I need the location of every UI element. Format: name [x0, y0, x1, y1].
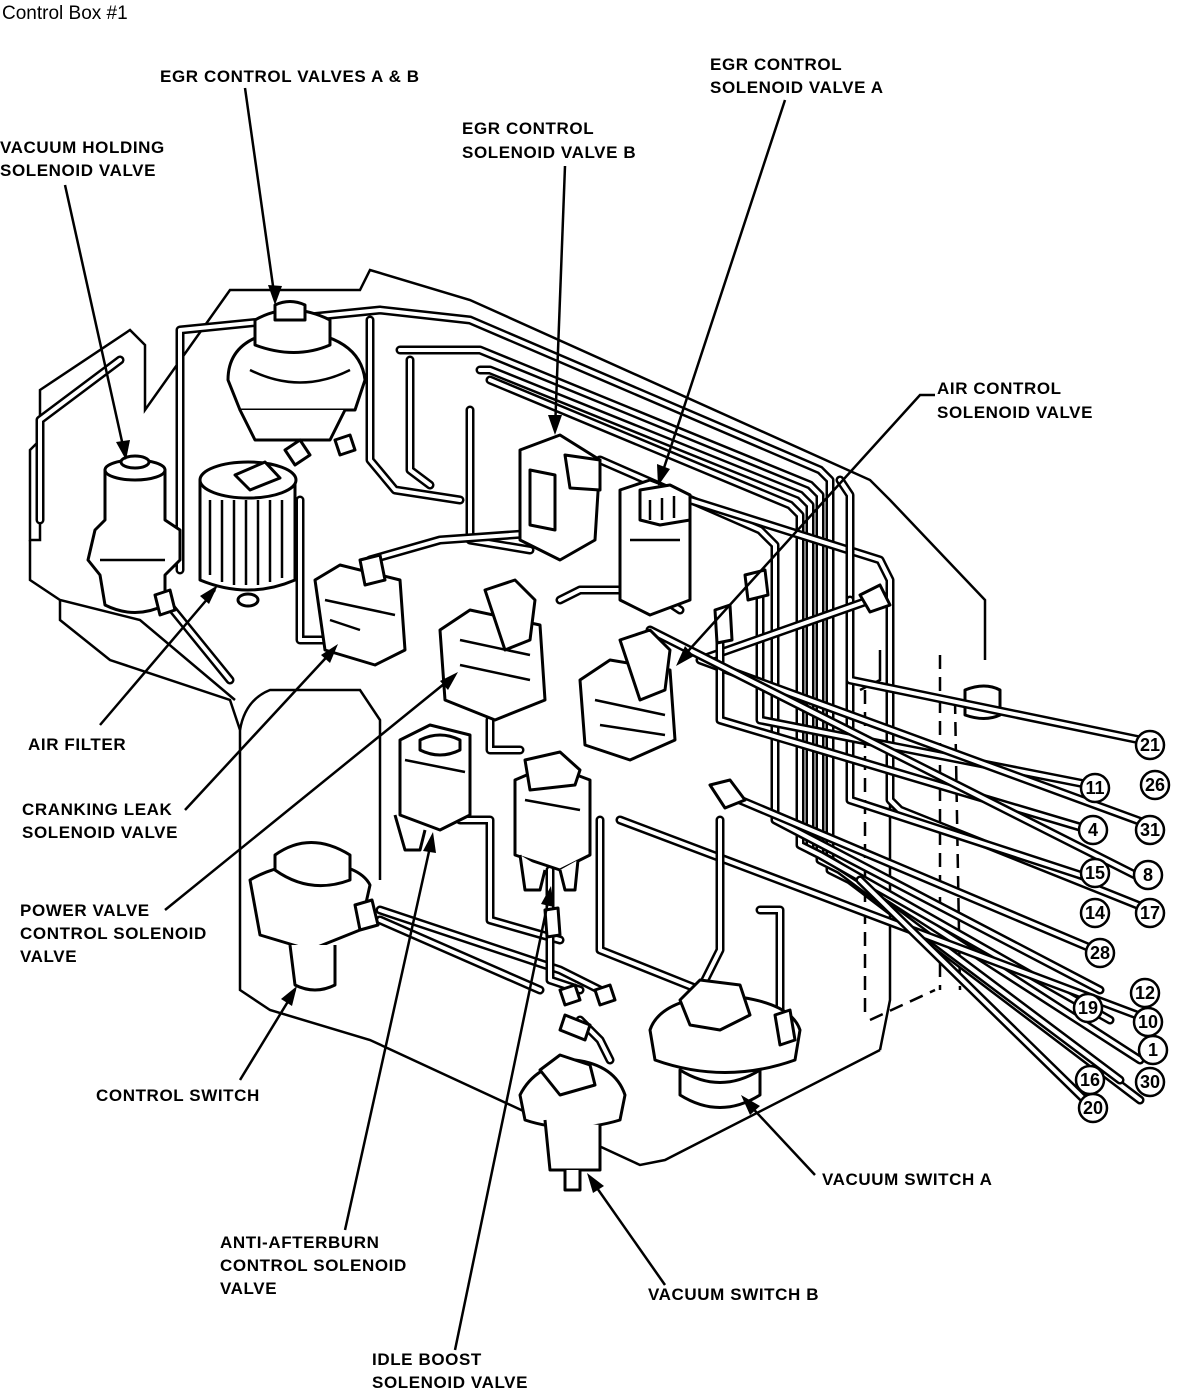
leader-vac-a [744, 1099, 816, 1176]
svg-text:30: 30 [1140, 1072, 1160, 1092]
leader-egr-sol-a [658, 99, 787, 481]
label-egr-sol-a-line2: SOLENOID VALVE A [710, 78, 884, 97]
svg-text:21: 21 [1140, 735, 1160, 755]
label-cranking-line1: CRANKING LEAK [22, 800, 173, 819]
label-idle-line1: IDLE BOOST [372, 1350, 482, 1369]
label-air-ctrl-line1: AIR CONTROL [937, 379, 1062, 398]
air-control-solenoid-valve [578, 628, 677, 762]
svg-text:20: 20 [1083, 1098, 1103, 1118]
svg-text:10: 10 [1138, 1012, 1158, 1032]
hose-number: 26 [1139, 769, 1171, 801]
leader-power-valve [164, 674, 456, 911]
hose-number: 21 [1134, 729, 1166, 761]
hose-number: 15 [1079, 857, 1111, 889]
hose-number: 20 [1077, 1092, 1109, 1124]
leader-idle-boost [453, 891, 552, 1351]
vacuum-holding-solenoid-valve [86, 454, 182, 614]
label-egr-valves: EGR CONTROL VALVES A & B [160, 67, 420, 86]
label-vac-hold-line1: VACUUM HOLDING [0, 138, 165, 157]
label-air-filter: AIR FILTER [28, 735, 126, 754]
leader-anti-afterburn [343, 837, 434, 1231]
label-anti-line2: CONTROL SOLENOID [220, 1256, 407, 1275]
hose-number: 10 [1132, 1006, 1164, 1038]
svg-text:26: 26 [1145, 775, 1165, 795]
svg-text:12: 12 [1135, 983, 1155, 1003]
svg-text:14: 14 [1085, 903, 1105, 923]
idle-boost-solenoid-valve [513, 750, 592, 892]
leader-control-switch [238, 989, 297, 1081]
hose-number: 30 [1134, 1066, 1166, 1098]
hose-number: 14 [1079, 897, 1111, 929]
leader-lines [63, 87, 935, 1351]
diagram-title: Control Box #1 [2, 3, 128, 24]
hose-number: 17 [1134, 897, 1166, 929]
leader-egr-sol-b [553, 165, 567, 431]
power-valve-control-solenoid-valve [438, 578, 547, 722]
label-power-line2: CONTROL SOLENOID [20, 924, 207, 943]
hose-number: 31 [1134, 814, 1166, 846]
svg-text:31: 31 [1140, 820, 1160, 840]
leader-egr-valves [243, 87, 277, 301]
hose-number: 28 [1084, 937, 1116, 969]
control-box-housing [28, 268, 1002, 1167]
leader-cranking [184, 647, 336, 811]
hose-number: 19 [1072, 992, 1104, 1024]
air-filter [198, 460, 298, 608]
svg-text:1: 1 [1148, 1040, 1158, 1060]
hose-number: 4 [1077, 814, 1109, 846]
egr-control-solenoid-valve-a [618, 478, 692, 617]
svg-text:15: 15 [1085, 863, 1105, 883]
label-power-line3: VALVE [20, 947, 77, 966]
svg-text:8: 8 [1143, 865, 1153, 885]
hose-fittings [153, 568, 892, 1042]
label-egr-sol-b-line2: SOLENOID VALVE B [462, 143, 636, 162]
control-switch [248, 841, 372, 992]
anti-afterburn-control-solenoid-valve [393, 723, 472, 852]
leader-vac-hold [63, 184, 127, 456]
leader-vac-b [588, 1177, 667, 1286]
label-vac-b: VACUUM SWITCH B [648, 1285, 819, 1304]
leader-air-ctrl [679, 393, 935, 661]
label-power-line1: POWER VALVE [20, 901, 150, 920]
leader-air-filter [99, 589, 216, 726]
vacuum-switch-b [518, 1053, 627, 1192]
label-egr-sol-b-line1: EGR CONTROL [462, 119, 594, 138]
egr-control-valves [226, 300, 367, 467]
hose-number: 16 [1074, 1064, 1106, 1096]
svg-text:16: 16 [1080, 1070, 1100, 1090]
hose-number: 12 [1129, 977, 1161, 1009]
component-labels: EGR CONTROL VALVES A & B EGR CONTROL SOL… [0, 55, 1093, 1390]
hose-number-callouts: 21 26 11 31 4 8 15 17 14 28 12 19 10 1 3… [1072, 729, 1171, 1124]
label-cranking-line2: SOLENOID VALVE [22, 823, 178, 842]
svg-text:19: 19 [1078, 998, 1098, 1018]
hose-number: 8 [1132, 859, 1164, 891]
hose-number: 11 [1079, 772, 1111, 804]
egr-control-solenoid-valve-b [518, 433, 602, 562]
vacuum-switch-a [648, 978, 802, 1109]
label-vac-a: VACUUM SWITCH A [822, 1170, 992, 1189]
cranking-leak-solenoid-valve [313, 553, 407, 667]
label-air-ctrl-line2: SOLENOID VALVE [937, 403, 1093, 422]
label-idle-line2: SOLENOID VALVE [372, 1373, 528, 1390]
label-egr-sol-a-line1: EGR CONTROL [710, 55, 842, 74]
label-anti-line3: VALVE [220, 1279, 277, 1298]
svg-text:4: 4 [1088, 820, 1098, 840]
label-control-switch: CONTROL SWITCH [96, 1086, 260, 1105]
svg-text:28: 28 [1090, 943, 1110, 963]
vacuum-hoses [35, 305, 1155, 1110]
svg-text:17: 17 [1140, 903, 1160, 923]
svg-text:11: 11 [1085, 778, 1104, 798]
hose-number: 1 [1137, 1034, 1169, 1066]
label-vac-hold-line2: SOLENOID VALVE [0, 161, 156, 180]
label-anti-line1: ANTI-AFTERBURN [220, 1233, 380, 1252]
